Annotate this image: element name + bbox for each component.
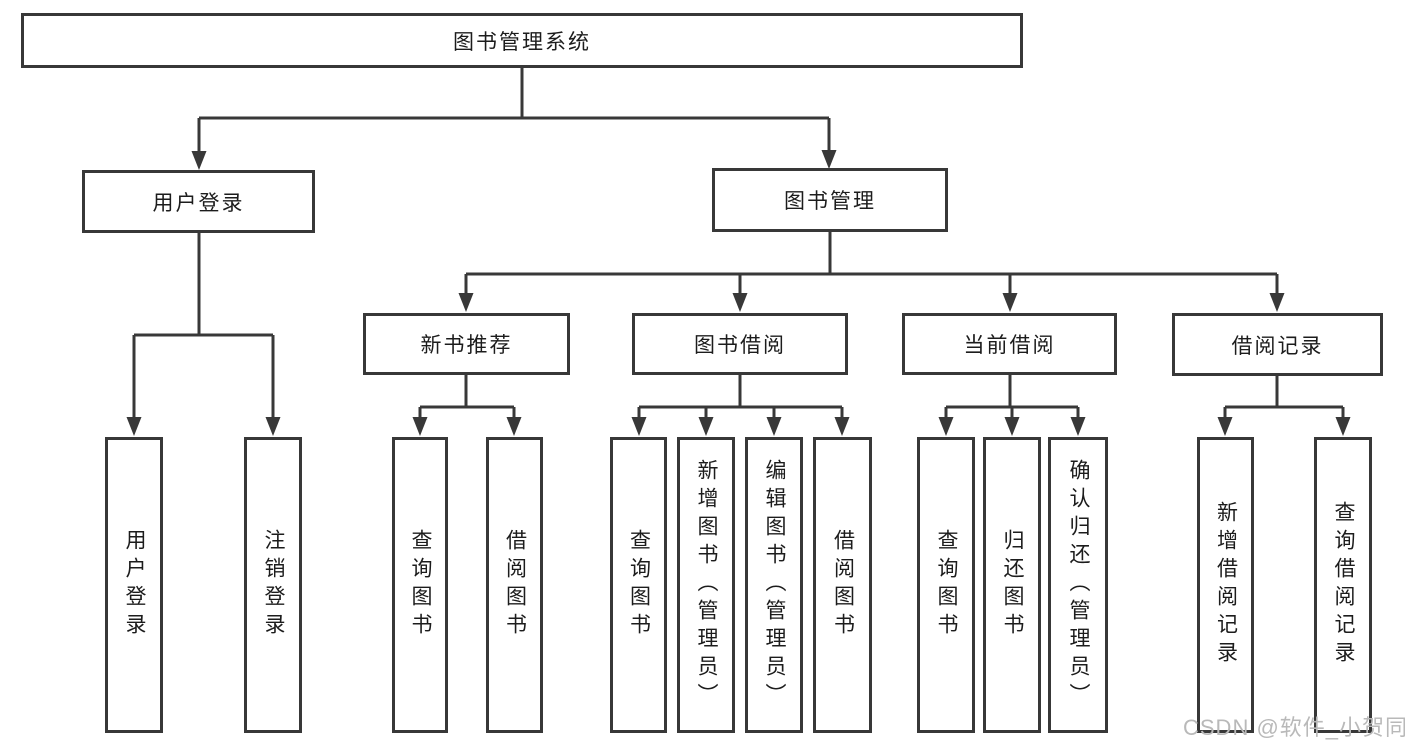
node-book-management: 图书管理 xyxy=(712,168,948,232)
node-book-borrow: 图书借阅 xyxy=(632,313,848,375)
csdn-watermark: CSDN @软件_小贺同学 xyxy=(1183,715,1405,740)
node-user-login: 用户登录 xyxy=(82,170,315,233)
leaf-add-borrow-record: 新增借阅记录 xyxy=(1197,437,1254,733)
leaf-borrow-query-books: 查询图书 xyxy=(610,437,667,733)
leaf-borrow-books: 借阅图书 xyxy=(813,437,872,733)
leaf-query-borrow-record: 查询借阅记录 xyxy=(1314,437,1372,733)
node-current-borrow: 当前借阅 xyxy=(902,313,1117,375)
leaf-recommend-borrow-books: 借阅图书 xyxy=(486,437,543,733)
leaf-edit-books-admin: 编辑图书（管理员） xyxy=(745,437,803,733)
leaf-logout: 注销登录 xyxy=(244,437,302,733)
leaf-add-books-admin: 新增图书（管理员） xyxy=(677,437,735,733)
leaf-current-query-books: 查询图书 xyxy=(917,437,975,733)
node-new-book-recommend: 新书推荐 xyxy=(363,313,570,375)
leaf-confirm-return-admin: 确认归还（管理员） xyxy=(1048,437,1108,733)
leaf-user-login: 用户登录 xyxy=(105,437,163,733)
leaf-recommend-query-books: 查询图书 xyxy=(392,437,448,733)
leaf-return-books: 归还图书 xyxy=(983,437,1041,733)
node-borrow-records: 借阅记录 xyxy=(1172,313,1383,376)
node-library-management-system: 图书管理系统 xyxy=(21,13,1023,68)
